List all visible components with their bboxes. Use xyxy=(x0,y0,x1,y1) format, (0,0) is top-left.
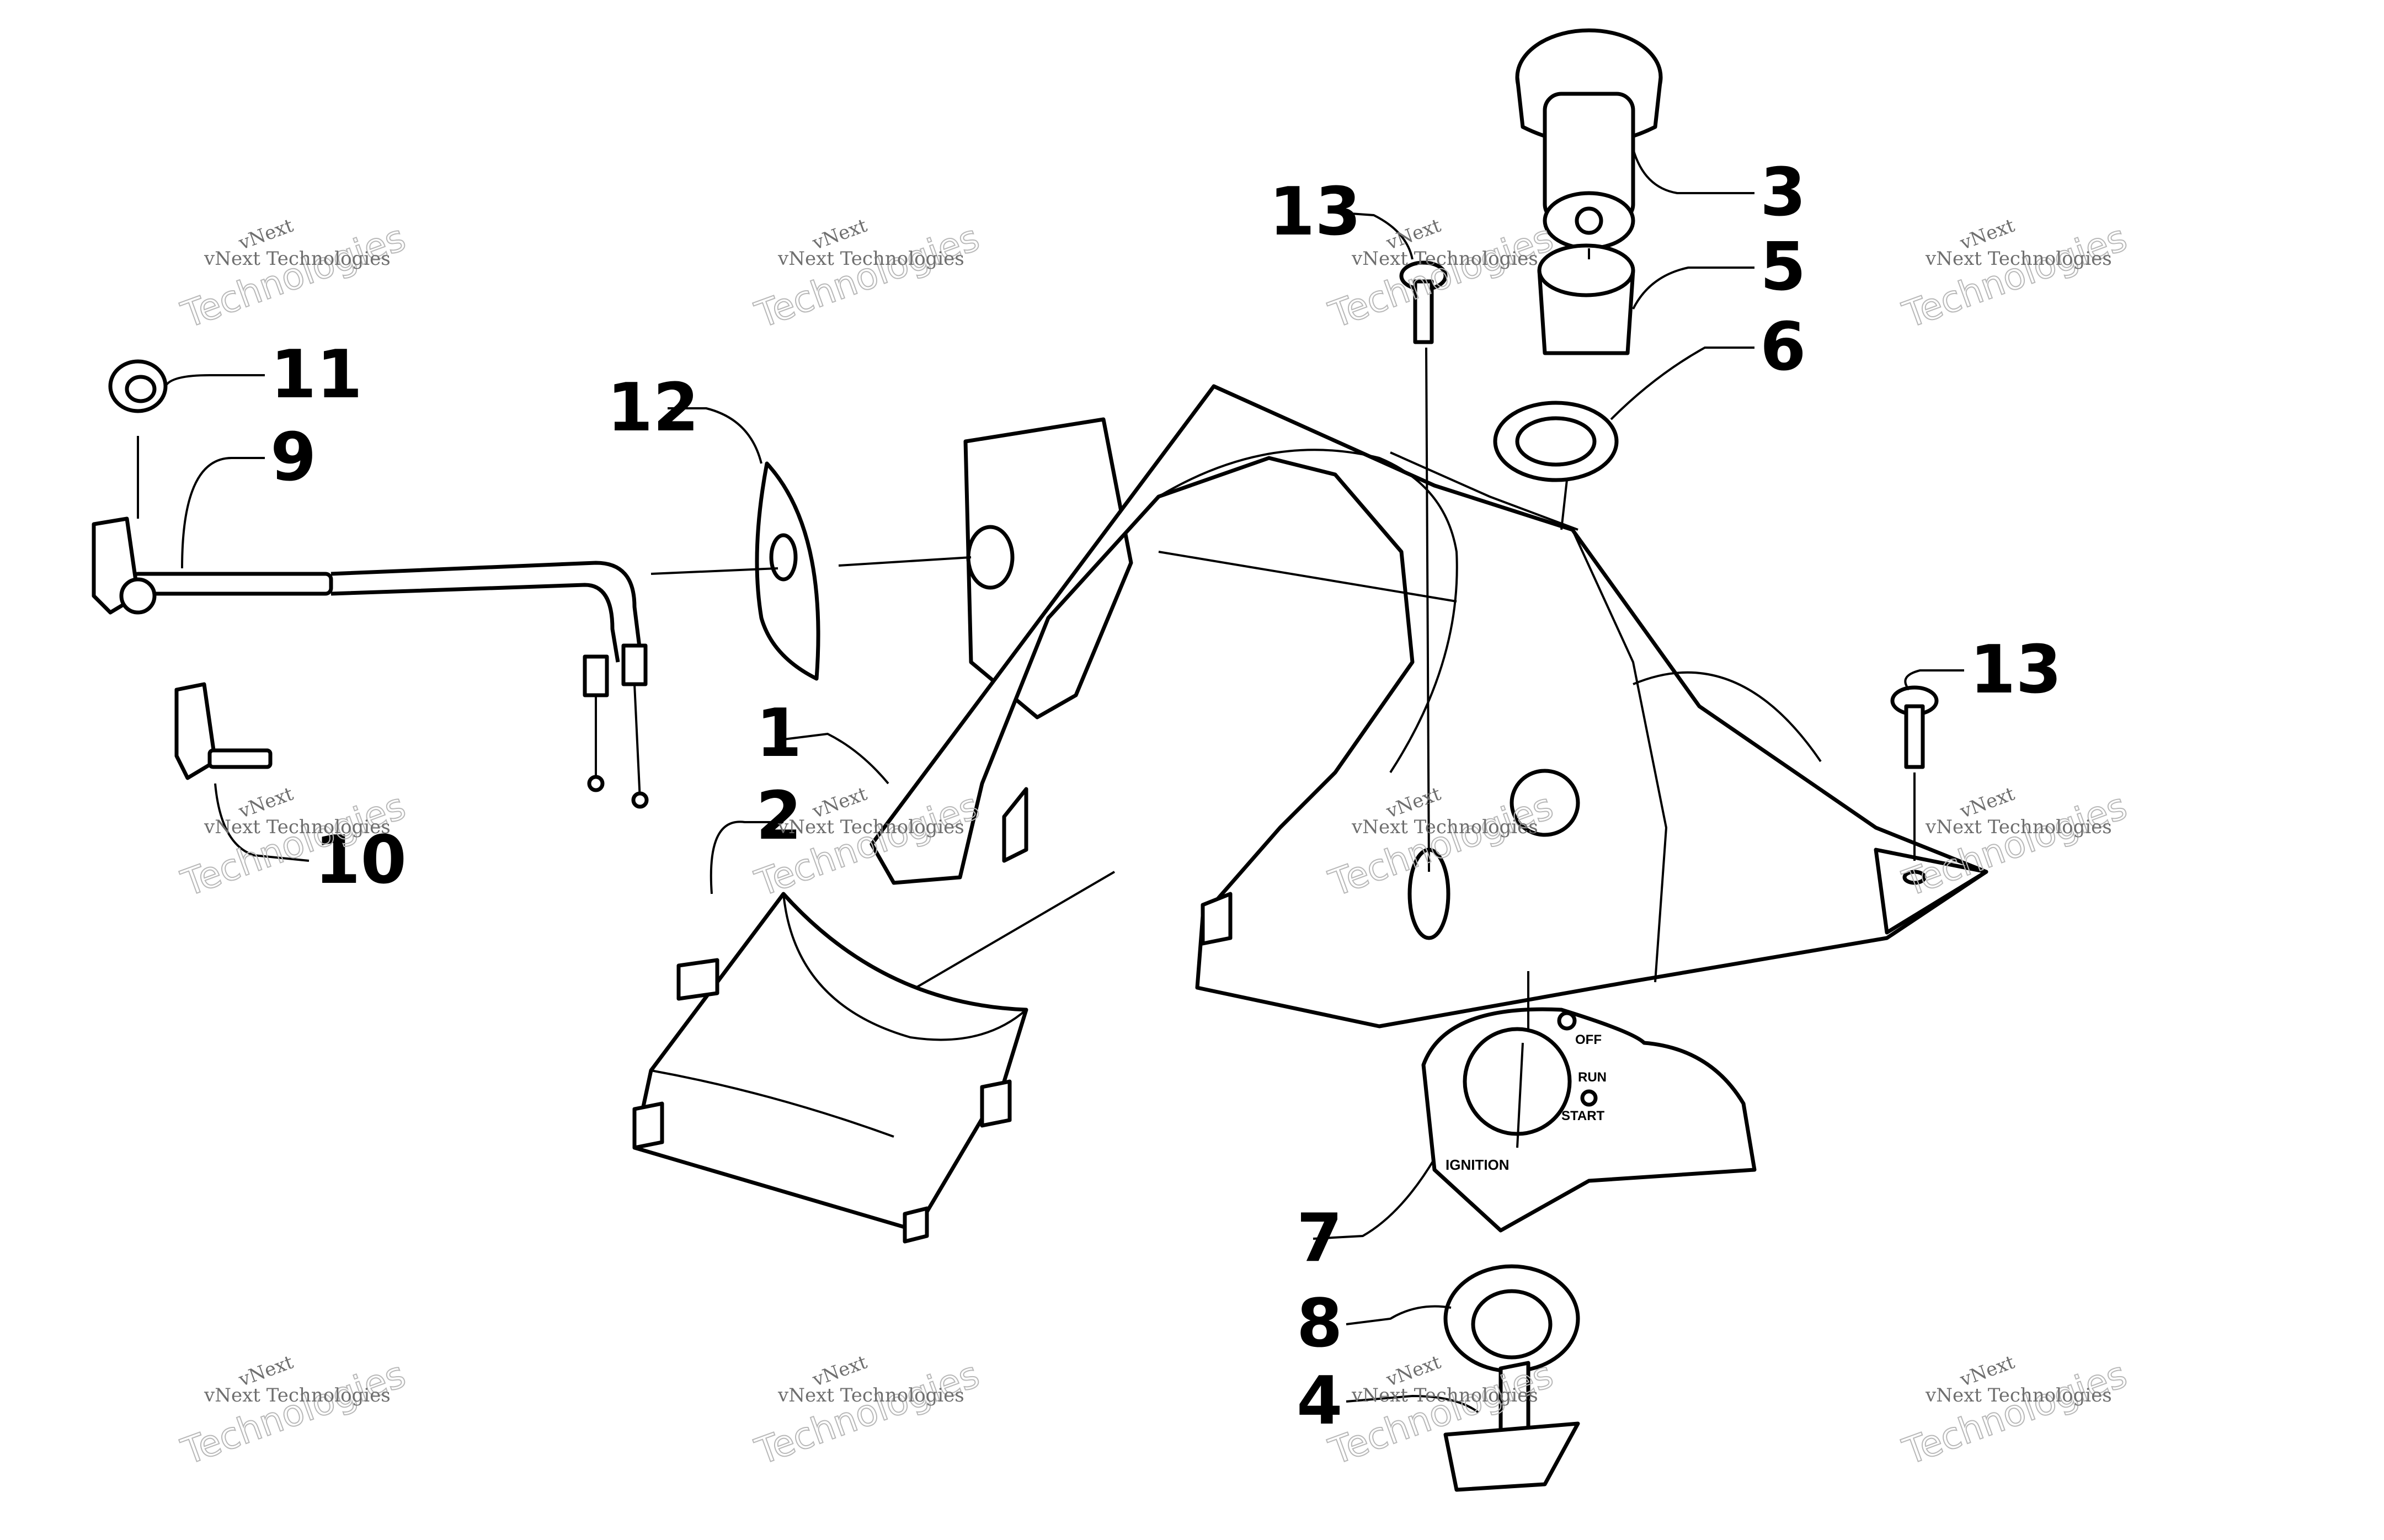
leader-lines xyxy=(137,148,1964,1414)
throttle-cable-assembly xyxy=(92,516,649,809)
callout-11: 11 xyxy=(270,337,362,413)
callout-3: 3 xyxy=(1760,154,1806,231)
decal-off-label: OFF xyxy=(1575,1032,1602,1047)
screw-part-13-upper xyxy=(1399,260,1448,872)
callout-8: 8 xyxy=(1297,1286,1343,1362)
callout-12: 12 xyxy=(607,370,699,446)
key-part-4 xyxy=(1443,1361,1580,1492)
lock-washer-part-6 xyxy=(1493,401,1619,482)
ignition-switch-part-3 xyxy=(1515,28,1663,251)
svg-text:vNext Technologies: vNext Technologies xyxy=(1925,1384,2112,1406)
svg-text:vNext Technologies: vNext Technologies xyxy=(204,816,391,838)
svg-text:vNext Technologies: vNext Technologies xyxy=(1351,248,1538,270)
svg-text:vNext Technologies: vNext Technologies xyxy=(204,248,391,270)
svg-text:vNext Technologies: vNext Technologies xyxy=(1351,1384,1538,1406)
svg-text:vNext Technologies: vNext Technologies xyxy=(1925,816,2112,838)
plate-part-12 xyxy=(650,461,972,681)
callout-5: 5 xyxy=(1760,229,1806,306)
callout-7: 7 xyxy=(1297,1200,1343,1277)
callout-13-upper: 13 xyxy=(1269,174,1361,251)
decal-ignition-label: IGNITION xyxy=(1446,1157,1510,1173)
svg-text:vNext Technologies: vNext Technologies xyxy=(777,1384,964,1406)
callout-13-right: 13 xyxy=(1970,632,2062,708)
ignition-decal-part-7: OFF RUN START IGNITION xyxy=(1421,971,1757,1233)
svg-text:vNext Technologies: vNext Technologies xyxy=(1351,816,1538,838)
callout-2: 2 xyxy=(756,778,802,855)
nut-part-5 xyxy=(1537,243,1635,355)
screw-part-13-right xyxy=(1890,685,1939,861)
svg-text:vNext Technologies: vNext Technologies xyxy=(777,248,964,270)
callout-9: 9 xyxy=(270,419,317,496)
callout-1: 1 xyxy=(756,695,802,772)
callout-4: 4 xyxy=(1297,1363,1343,1440)
decal-run-label: RUN xyxy=(1578,1070,1607,1085)
callout-labels: 1 2 3 4 5 6 7 8 9 10 11 12 13 13 xyxy=(270,154,2062,1440)
svg-text:vNext Technologies: vNext Technologies xyxy=(204,1384,391,1406)
bezel-nut-part-8 xyxy=(1443,1264,1580,1373)
lever-part-10 xyxy=(174,682,273,780)
washer-part-11 xyxy=(108,359,168,413)
callout-6: 6 xyxy=(1760,309,1806,386)
svg-text:vNext Technologies: vNext Technologies xyxy=(1925,248,2112,270)
lower-cover xyxy=(632,871,1116,1244)
decal-start-label: START xyxy=(1561,1109,1605,1123)
svg-text:vNext Technologies: vNext Technologies xyxy=(777,816,964,838)
callout-10: 10 xyxy=(314,822,407,899)
